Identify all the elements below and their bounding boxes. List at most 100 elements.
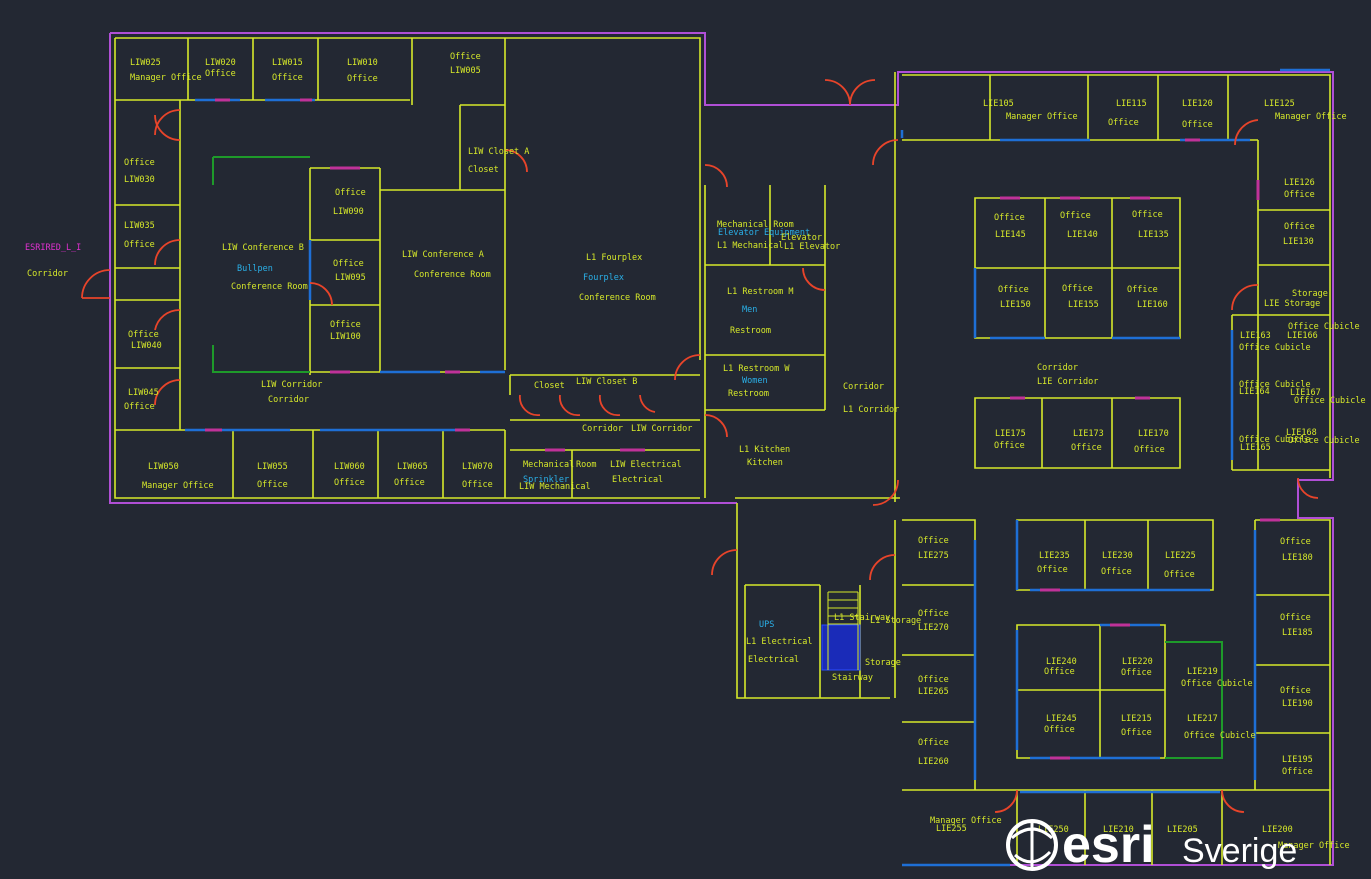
room-label: LIE200 xyxy=(1262,825,1293,835)
room-label: Office xyxy=(1164,570,1195,580)
room-label: LIW050 xyxy=(148,462,179,472)
room-label: Office xyxy=(1121,668,1152,678)
room-label: LIW010 xyxy=(347,58,378,68)
room-label: Office xyxy=(128,330,159,340)
room-label: Office xyxy=(1071,443,1102,453)
room-label: Office xyxy=(450,52,481,62)
room-label: Office xyxy=(330,320,361,330)
room-label: Office xyxy=(1280,537,1311,547)
room-label: LIE265 xyxy=(918,687,949,697)
room-label: LIE217 xyxy=(1187,714,1218,724)
room-label: Office xyxy=(1060,211,1091,221)
room-label: Office xyxy=(333,259,364,269)
room-label: Office xyxy=(124,402,155,412)
room-label: Kitchen xyxy=(747,458,783,468)
room-label: Office xyxy=(394,478,425,488)
room-label: Men xyxy=(742,305,757,315)
room-label: Restroom xyxy=(730,326,771,336)
room-label: Office xyxy=(1062,284,1093,294)
room-label: Office Cubicle xyxy=(1288,436,1360,446)
room-label: Office xyxy=(1284,190,1315,200)
room-label: Conference Room xyxy=(579,293,656,303)
room-label: LIW020 xyxy=(205,58,236,68)
room-label: Corridor xyxy=(843,382,884,392)
room-label: Manager Office xyxy=(142,481,214,491)
room-label: Office xyxy=(994,441,1025,451)
room-label: Office Cubicle xyxy=(1184,731,1256,741)
room-label: LIW040 xyxy=(131,341,162,351)
room-label: L1 Restroom M xyxy=(727,287,794,297)
room-label: Office xyxy=(334,478,365,488)
room-label: LIE168 xyxy=(1286,428,1317,438)
room-label: LIW055 xyxy=(257,462,288,472)
room-label: LIE166 xyxy=(1287,331,1318,341)
room-label: LIW025 xyxy=(130,58,161,68)
room-label: Office xyxy=(1037,565,1068,575)
room-label: Elevator Equipment xyxy=(718,228,810,238)
logo-suffix: Sverige xyxy=(1182,832,1297,870)
green-walls xyxy=(212,156,1223,759)
room-label: L1 Mechanical xyxy=(717,241,784,251)
room-label: Manager Office xyxy=(130,73,202,83)
room-label: Mechanical xyxy=(523,460,574,470)
room-label: Conference Room xyxy=(414,270,491,280)
room-label: LIW045 xyxy=(128,388,159,398)
outer-walls xyxy=(109,32,1334,866)
room-label: LIE Storage xyxy=(1264,299,1320,309)
room-label: L1 Kitchen xyxy=(739,445,790,455)
room-label: Room xyxy=(576,460,596,470)
room-label: LIE Corridor xyxy=(1037,377,1098,387)
room-label: LIE225 xyxy=(1165,551,1196,561)
room-label: LIW005 xyxy=(450,66,481,76)
room-label: Office xyxy=(1280,613,1311,623)
room-label: LIW Conference B xyxy=(222,243,304,253)
room-label: LIE255 xyxy=(936,824,967,834)
room-label: Office xyxy=(1127,285,1158,295)
room-label: Office Cubicle xyxy=(1294,396,1366,406)
room-label: LIE180 xyxy=(1282,553,1313,563)
room-label: LIE210 xyxy=(1103,825,1134,835)
room-label: ESRIRED_L_I xyxy=(25,243,81,253)
room-label: Office xyxy=(1182,120,1213,130)
room-label: Office xyxy=(272,73,303,83)
room-label: Office xyxy=(462,480,493,490)
stairway xyxy=(821,591,861,671)
room-label: L1 Corridor xyxy=(843,405,899,415)
room-label: LIE120 xyxy=(1182,99,1213,109)
room-label: LIE163 xyxy=(1240,331,1271,341)
room-label: LIE275 xyxy=(918,551,949,561)
room-label: L1 Electrical xyxy=(746,637,813,647)
room-label: LIW Closet A xyxy=(468,147,529,157)
room-label: LIE185 xyxy=(1282,628,1313,638)
room-label: LIE205 xyxy=(1167,825,1198,835)
room-label: LIE125 xyxy=(1264,99,1295,109)
room-label: Office xyxy=(918,675,949,685)
room-label: LIW095 xyxy=(335,273,366,283)
room-label: LIE215 xyxy=(1121,714,1152,724)
room-label: Office xyxy=(998,285,1029,295)
room-label: Stairway xyxy=(832,673,873,683)
room-label: LIW030 xyxy=(124,175,155,185)
room-label: LIE260 xyxy=(918,757,949,767)
room-label: Manager Office xyxy=(1278,841,1350,851)
room-label: LIE150 xyxy=(1000,300,1031,310)
room-label: LIE235 xyxy=(1039,551,1070,561)
room-label: Office xyxy=(1132,210,1163,220)
room-label: Office Cubicle xyxy=(1239,343,1311,353)
room-label: Corridor xyxy=(268,395,309,405)
room-label: Office xyxy=(124,240,155,250)
room-label: Bullpen xyxy=(237,264,273,274)
room-label: Manager Office xyxy=(930,816,1002,826)
esri-logo: esri Sverige xyxy=(1006,816,1297,874)
room-label: LIE155 xyxy=(1068,300,1099,310)
room-label: LIE135 xyxy=(1138,230,1169,240)
room-label: LIW Electrical xyxy=(610,460,682,470)
room-label: Closet xyxy=(468,165,499,175)
room-label: LIE245 xyxy=(1046,714,1077,724)
room-label: Office xyxy=(1134,445,1165,455)
room-label: Conference Room xyxy=(231,282,308,292)
room-label: LIE173 xyxy=(1073,429,1104,439)
room-label: L1 Fourplex xyxy=(586,253,642,263)
room-label: Corridor xyxy=(582,424,623,434)
room-label: LIW Conference A xyxy=(402,250,484,260)
